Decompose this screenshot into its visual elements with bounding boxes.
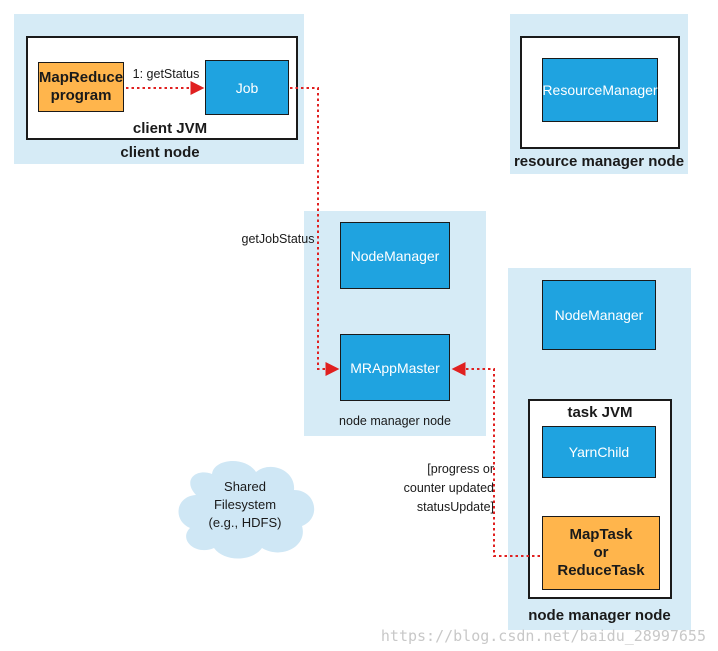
node-manager-node-2-label: node manager node <box>528 607 671 624</box>
shared-filesystem: Shared Filesystem (e.g., HDFS) <box>208 479 282 530</box>
watermark: https://blog.csdn.net/baidu_28997655 <box>380 627 706 645</box>
client-jvm-label: client JVM <box>132 120 208 137</box>
resource-manager: ResourceManager <box>542 58 658 122</box>
node-manager-node-1-label: node manager node <box>339 414 451 428</box>
task-jvm-label: task JVM <box>567 404 633 421</box>
get-job-status-label: getJobStatus <box>241 232 315 246</box>
status-update-label: [progress or counter updated statusUpdat… <box>403 462 494 514</box>
get-job-status-arrow <box>290 87 340 376</box>
job: Job <box>205 60 289 115</box>
map-or-reduce-task: MapTask or ReduceTask <box>542 516 660 590</box>
cloud-shape <box>178 460 315 559</box>
status-update-arrow <box>451 362 540 557</box>
mr-app-master: MRAppMaster <box>340 334 450 401</box>
resource-manager-node-label: resource manager node <box>513 153 685 170</box>
node-manager-1: NodeManager <box>340 222 450 289</box>
client-node-label: client node <box>120 144 200 161</box>
mapreduce-program: MapReduce program <box>38 62 124 112</box>
get-status-label: 1: getStatus <box>132 67 200 81</box>
node-manager-2: NodeManager <box>542 280 656 350</box>
yarn-child: YarnChild <box>542 426 656 478</box>
